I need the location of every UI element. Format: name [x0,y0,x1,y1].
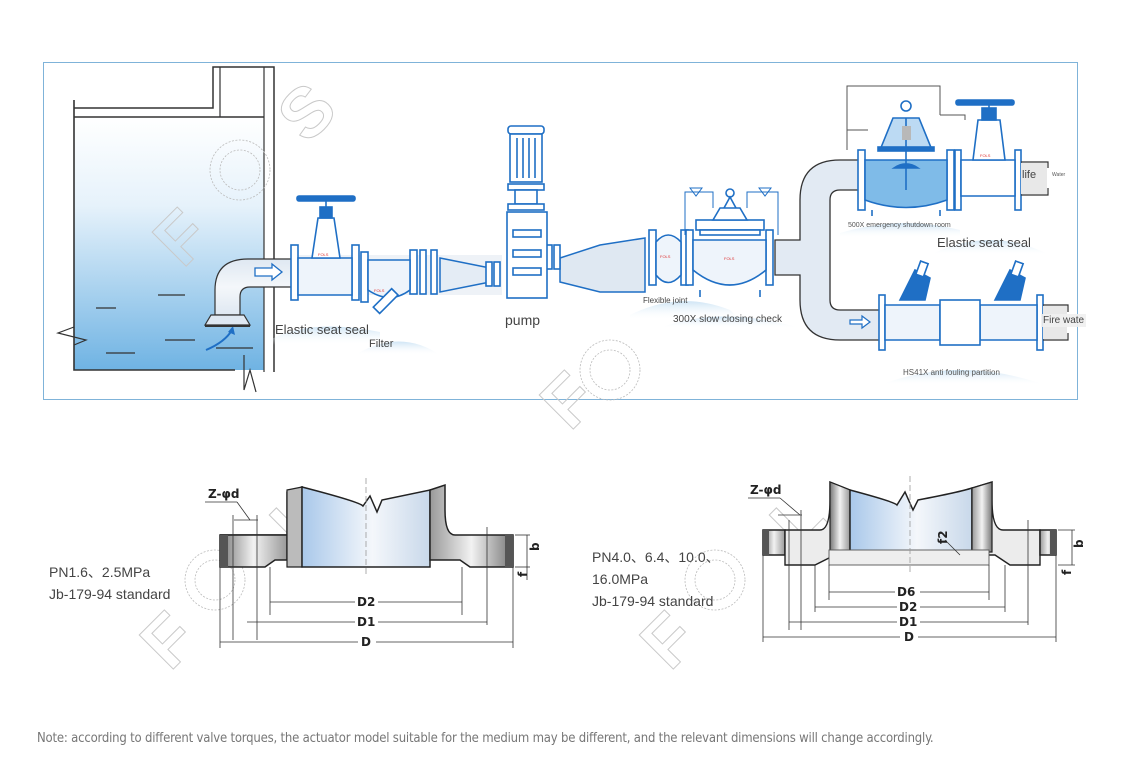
left-dim-d1: D1 [357,615,375,629]
right-face-f2: f2 [936,530,950,544]
svg-text:F: F [125,598,210,683]
fire-water-outlet-pipe [1043,304,1069,341]
svg-text:FOLS: FOLS [660,254,671,259]
label-anti-fouling: HS41X anti fouling partition [903,368,1000,377]
label-slow-closing-check: 300X slow closing check [673,314,782,325]
right-spec-line1: PN4.0、6.4、10.0、 [592,549,720,565]
suction-pipe [203,258,293,327]
left-dim-d: D [361,635,371,649]
right-dim-d: D [904,630,914,644]
emergency-shutdown-valve [846,85,955,216]
right-flange-spec: PN4.0、6.4、10.0、 16.0MPa Jb-179-94 standa… [592,546,720,612]
svg-text:FOLS: FOLS [724,256,735,261]
left-dim-f: f [516,571,530,577]
right-callout-zd: Z-φd [750,483,781,497]
flexible-joint: FOLS [648,229,689,286]
life-water-outlet-pipe [1021,161,1049,196]
slow-closing-check-valve: FOLS [684,187,779,297]
water-tank [55,66,275,393]
svg-text:F: F [525,358,610,443]
svg-text:FOLS: FOLS [980,153,991,158]
watermark [184,139,746,611]
svg-text:FOLS: FOLS [318,252,329,257]
left-dim-d2: D2 [357,595,375,609]
anti-fouling-valve [878,260,1044,351]
right-dim-d6: D6 [897,585,915,599]
left-spec-line1: PN1.6、2.5MPa [49,564,151,580]
label-emergency-shutdown: 500X emergency shutdown room [848,222,951,229]
right-spec-line2: 16.0MPa [592,571,649,587]
right-dim-d2: D2 [899,600,917,614]
svg-text:S: S [263,68,351,156]
label-mounds [270,223,1050,385]
flange-right-drawing: Z-φd D6 D2 D1 D f2 b f [748,476,1086,644]
vertical-pump [506,125,548,299]
svg-text:FOLS: FOLS [374,288,385,293]
flange-left-drawing: Z-φd D2 D1 D b f [205,478,542,649]
branch-pipe [774,159,881,341]
right-dim-d1: D1 [899,615,917,629]
left-flange-spec: PN1.6、2.5MPa Jb-179-94 standard [49,561,170,605]
footer-note: Note: according to different valve torqu… [37,731,934,746]
left-callout-zd: Z-φd [208,487,239,501]
right-spec-line3: Jb-179-94 standard [592,593,714,609]
label-fire-water: Fire wate [1041,314,1087,327]
label-life: life [1022,169,1037,181]
label-water: Water [1052,172,1066,178]
right-dim-b: b [1072,539,1086,548]
left-dim-b: b [528,542,542,551]
right-dim-f: f [1060,569,1074,575]
label-elastic-seat-seal-right: Elastic seat seal [937,235,1031,250]
label-flexible-joint: Flexible joint [643,296,688,305]
label-elastic-seat-seal-left: Elastic seat seal [275,322,369,337]
life-water-pipe-fill [1021,163,1047,194]
y-strainer-filter: FOLS [360,249,438,315]
left-spec-line2: Jb-179-94 standard [49,586,171,602]
gate-valve-inlet: FOLS [290,195,360,301]
gate-valve-outlet: FOLS [940,99,1022,211]
label-pump: pump [505,312,541,328]
label-filter: Filter [369,338,394,350]
